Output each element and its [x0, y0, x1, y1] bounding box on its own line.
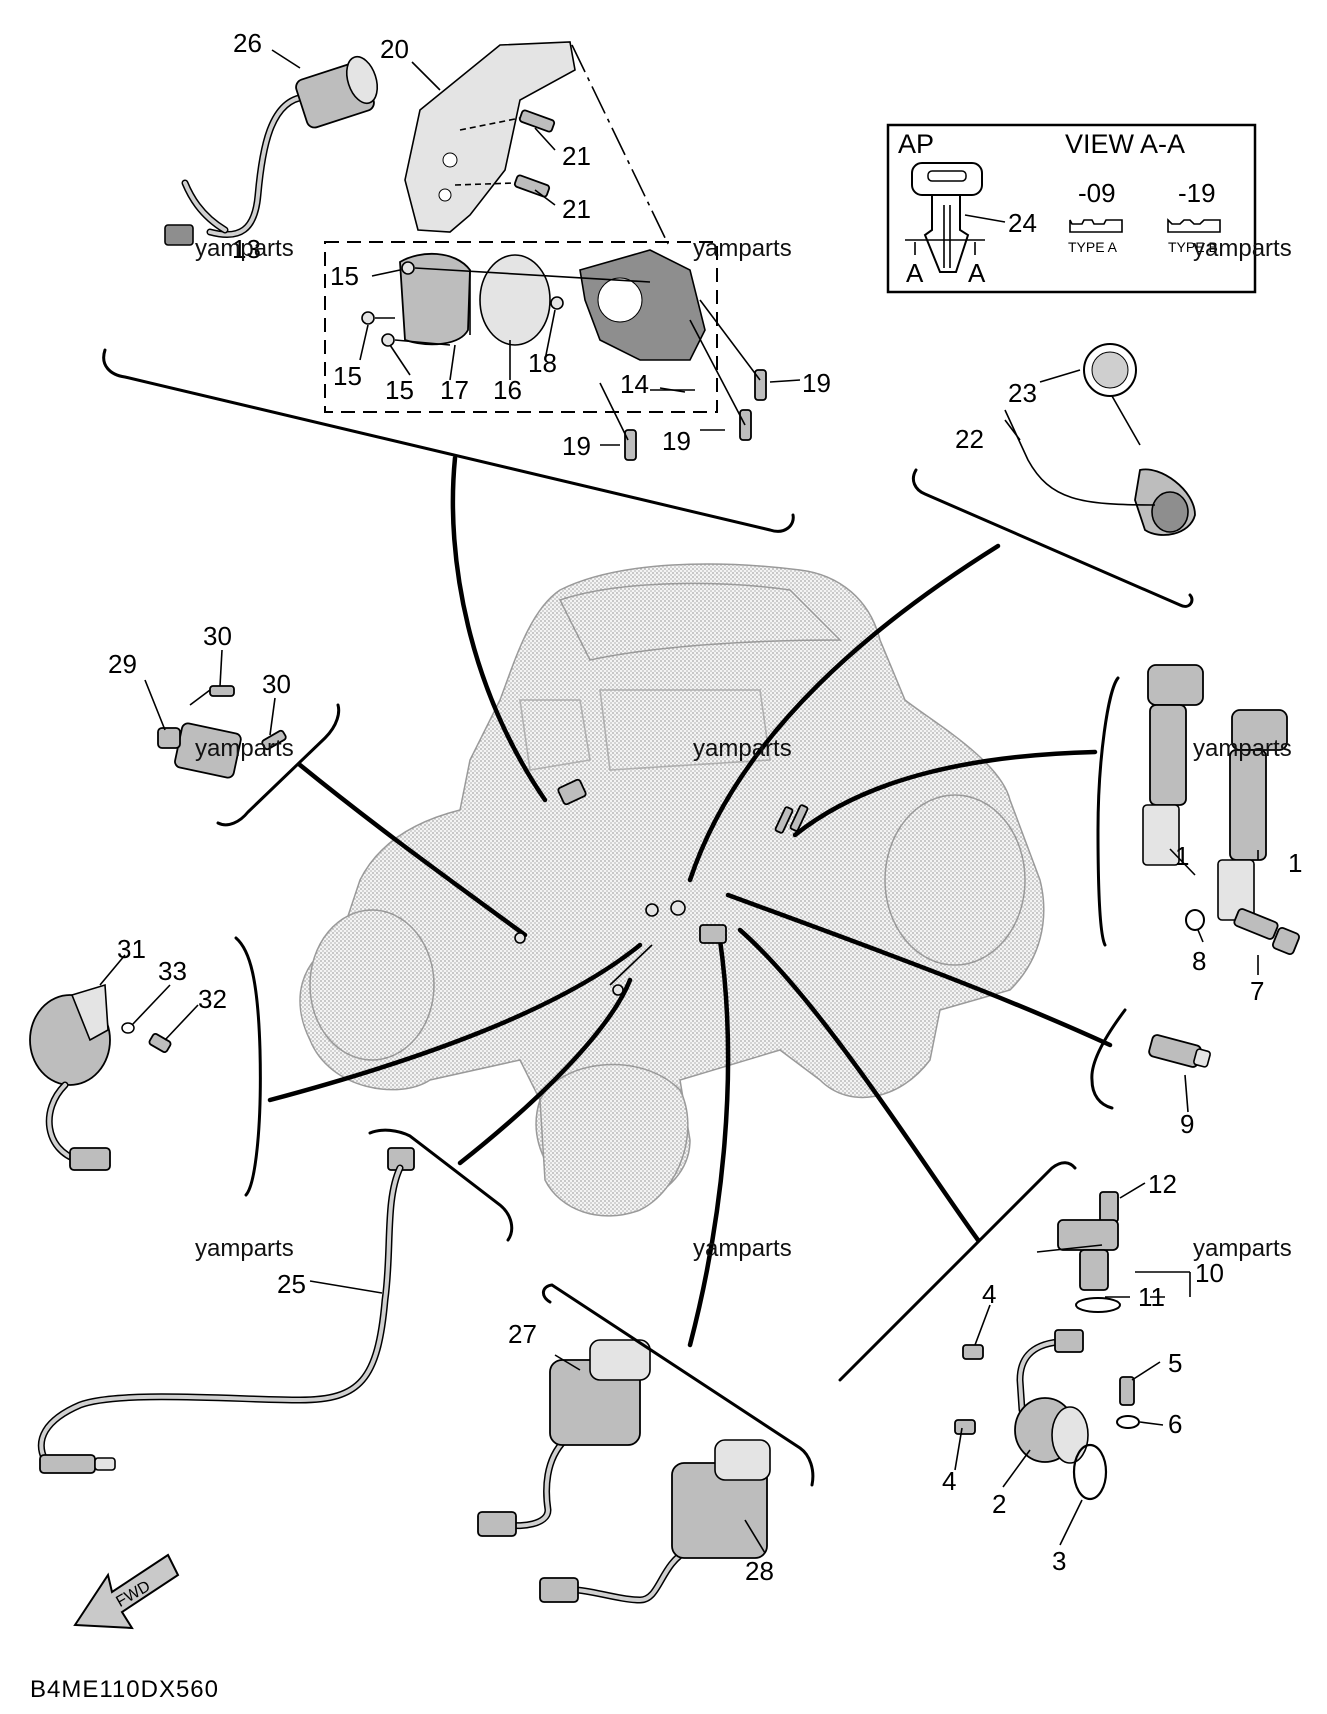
part-10-11-12-sensor: [1057, 1191, 1121, 1313]
legend-view-label: VIEW A-A: [1065, 129, 1185, 159]
callout-15b: 15: [333, 361, 362, 391]
legend-type-b: TYPE B: [1168, 239, 1218, 255]
part-25-sensor: [37, 1147, 415, 1474]
part-31-33-sensor: [29, 983, 172, 1171]
callout-1a: 1: [1175, 841, 1189, 871]
legend-ap-label: AP: [898, 129, 934, 159]
callout-4a: 4: [982, 1279, 996, 1309]
callout-28: 28: [745, 1556, 774, 1586]
callout-5: 5: [1168, 1348, 1182, 1378]
callout-19a: 19: [802, 368, 831, 398]
callout-12: 12: [1148, 1169, 1177, 1199]
callout-15a: 15: [330, 261, 359, 291]
part-19-screws: [599, 299, 767, 461]
part-20-bracket: [404, 41, 669, 245]
callout-23: 23: [1008, 378, 1037, 408]
watermark-3: yamparts: [1193, 235, 1292, 262]
group-bracket-9: [1090, 1008, 1127, 1110]
callout-14: 14: [620, 369, 649, 399]
key-legend-box: AP VIEW A-A -09 -19 TYPE A TYPE B A A: [886, 123, 1257, 294]
legend-suffix-09: -09: [1078, 178, 1116, 208]
assembly-13-box: [324, 241, 718, 413]
callout-31: 31: [117, 934, 146, 964]
part-1-ignition-coils: [1142, 664, 1288, 921]
connection-lines: [267, 455, 1113, 1348]
callout-25: 25: [277, 1269, 306, 1299]
callout-labels: 1 1 2 3 4 4 5 6 7 8 9 10 11 12 13 14 15 …: [108, 28, 1302, 1586]
group-bracket-coils: [1096, 676, 1120, 947]
part-7-8-sensor: [1185, 908, 1301, 956]
callout-26: 26: [233, 28, 262, 58]
diagram-code: B4ME110DX560: [30, 1676, 219, 1703]
callout-8: 8: [1192, 946, 1206, 976]
callout-13: 13: [232, 234, 261, 264]
watermark-5: yamparts: [693, 735, 792, 762]
part-9-switch: [1148, 1034, 1211, 1068]
group-bracket-31: [234, 936, 262, 1197]
callout-19c: 19: [662, 426, 691, 456]
legend-section-a-left: A: [906, 258, 924, 288]
profile-type-a-icon: [1069, 219, 1123, 233]
callout-21a: 21: [562, 141, 591, 171]
profile-type-b-icon: [1167, 218, 1221, 233]
watermark-2: yamparts: [693, 235, 792, 262]
group-bracket-ignition: [911, 468, 1194, 608]
callout-2: 2: [992, 1489, 1006, 1519]
callout-6: 6: [1168, 1409, 1182, 1439]
watermark-4: yamparts: [195, 735, 294, 762]
part-2-6-pickup: [954, 1329, 1140, 1501]
callout-1b: 1: [1288, 848, 1302, 878]
callout-29: 29: [108, 649, 137, 679]
callout-30a: 30: [203, 621, 232, 651]
callout-32: 32: [198, 984, 227, 1014]
callout-30b: 30: [262, 669, 291, 699]
group-bracket-27-28: [542, 1283, 815, 1487]
watermark-7: yamparts: [195, 1235, 294, 1262]
callout-16: 16: [493, 375, 522, 405]
group-bracket-25: [368, 1128, 514, 1242]
legend-type-a: TYPE A: [1068, 239, 1118, 255]
callout-15c: 15: [385, 375, 414, 405]
part-28-actuator: [539, 1439, 771, 1604]
center-connectors: [514, 778, 809, 996]
watermark-6: yamparts: [1193, 735, 1292, 762]
legend-section-a-right: A: [968, 258, 986, 288]
callout-10: 10: [1195, 1258, 1224, 1288]
watermark-1: yamparts: [195, 235, 294, 262]
watermark-9: yamparts: [1193, 1235, 1292, 1262]
callout-11: 11: [1138, 1282, 1165, 1312]
throttle-body: [361, 249, 706, 361]
part-22-23-ignition: [1004, 343, 1196, 536]
callout-4b: 4: [942, 1466, 956, 1496]
callout-33: 33: [158, 956, 187, 986]
callout-18: 18: [528, 348, 557, 378]
group-bracket-pickup: [838, 1161, 1077, 1382]
callout-3: 3: [1052, 1546, 1066, 1576]
legend-suffix-19: -19: [1178, 178, 1216, 208]
group-bracket-29: [216, 703, 341, 827]
fwd-arrow-icon: FWD: [73, 1553, 180, 1630]
leader-lines: [99, 49, 1259, 1554]
part-27-actuator: [477, 1339, 651, 1537]
callout-24: 24: [1008, 208, 1037, 238]
part-29-30-sensor: [157, 685, 287, 779]
callout-21b: 21: [562, 194, 591, 224]
callout-17: 17: [440, 375, 469, 405]
part-21-bolts: [454, 109, 556, 198]
callout-7: 7: [1250, 976, 1264, 1006]
callout-9: 9: [1180, 1109, 1194, 1139]
part-26-sensor: [164, 55, 379, 246]
callout-27: 27: [508, 1319, 537, 1349]
watermarks: yamparts yamparts yamparts yamparts yamp…: [195, 235, 1292, 1262]
vehicle-silhouette: [299, 563, 1045, 1217]
callout-22: 22: [955, 424, 984, 454]
callout-20: 20: [380, 34, 409, 64]
group-bracket-top: [102, 348, 795, 533]
watermark-8: yamparts: [693, 1235, 792, 1262]
callout-19b: 19: [562, 431, 591, 461]
